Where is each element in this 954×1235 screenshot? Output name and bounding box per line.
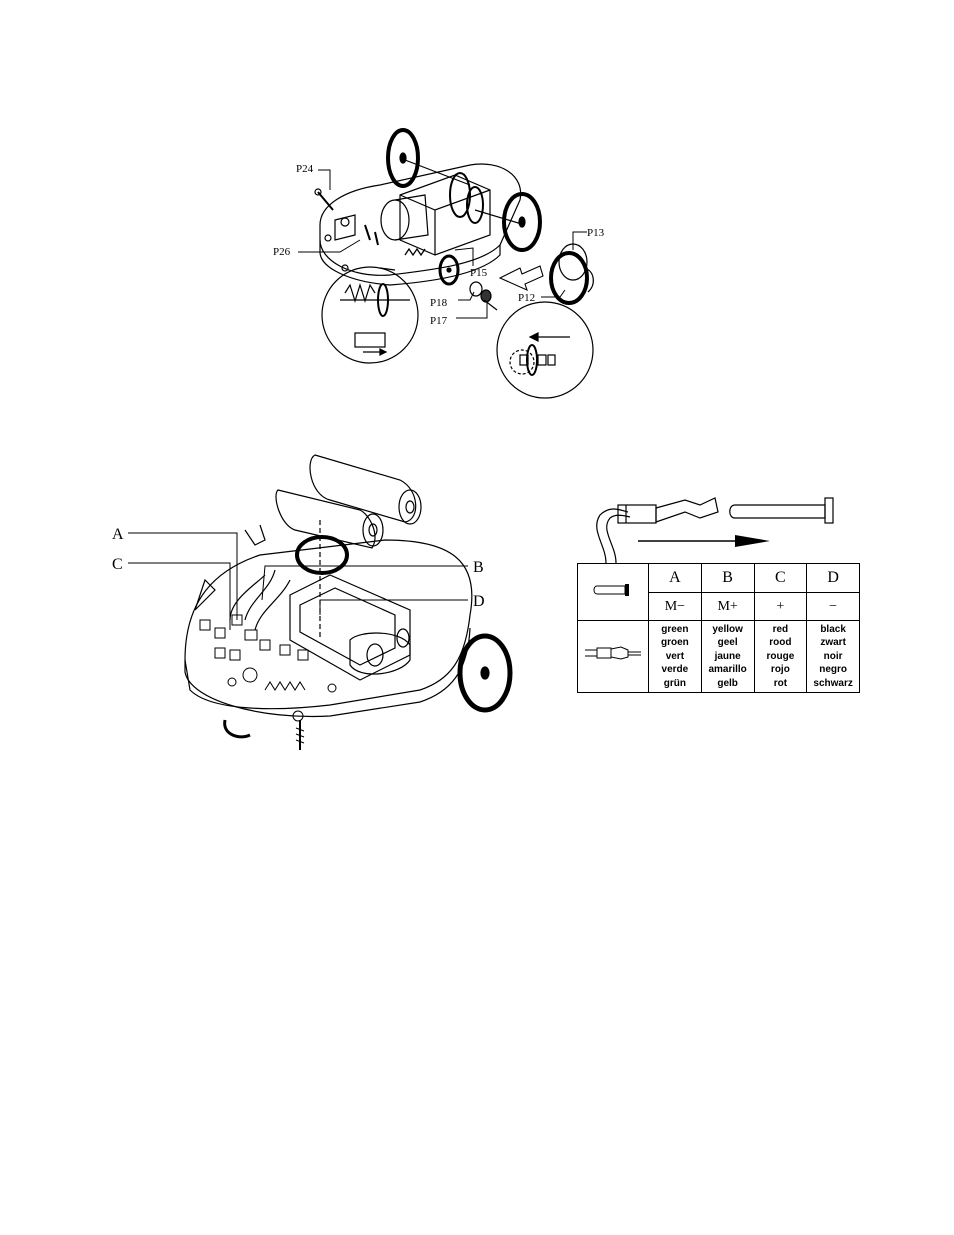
wire-connector-illustration <box>597 498 833 563</box>
label-p18: P18 <box>430 297 448 309</box>
label-p17: P17 <box>430 315 448 327</box>
label-b: B <box>473 559 484 576</box>
label-p26: P26 <box>273 246 291 258</box>
label-c: C <box>112 556 123 573</box>
col-d-colors: black zwart noir negro schwarz <box>807 621 860 693</box>
wire-color-table: A B C D M− M+ + − green groen vert verde… <box>577 563 860 693</box>
col-d-letter: D <box>807 564 860 593</box>
col-d-sign: − <box>807 593 860 621</box>
col-a-colors: green groen vert verde grün <box>649 621 702 693</box>
col-b-sign: M+ <box>701 593 754 621</box>
label-p15: P15 <box>470 267 488 279</box>
col-c-colors: red rood rouge rojo rot <box>754 621 807 693</box>
label-p24: P24 <box>296 163 314 175</box>
col-b-letter: B <box>701 564 754 593</box>
label-p13: P13 <box>587 227 605 239</box>
col-b-colors: yellow geel jaune amarillo gelb <box>701 621 754 693</box>
robot-chassis-top <box>315 130 593 398</box>
top-leader-lines <box>298 170 587 318</box>
robot-assembled-diagram <box>185 455 510 750</box>
label-d: D <box>473 593 485 610</box>
connector-pin-icon <box>593 583 633 597</box>
label-a: A <box>112 526 124 543</box>
connector-pin-cell <box>578 564 649 621</box>
col-c-letter: C <box>754 564 807 593</box>
col-a-letter: A <box>649 564 702 593</box>
arrow-right-icon <box>638 535 770 547</box>
label-p12: P12 <box>518 292 535 304</box>
col-c-sign: + <box>754 593 807 621</box>
wire-connector-icon <box>583 644 643 664</box>
wire-connector-cell <box>578 621 649 693</box>
col-a-sign: M− <box>649 593 702 621</box>
